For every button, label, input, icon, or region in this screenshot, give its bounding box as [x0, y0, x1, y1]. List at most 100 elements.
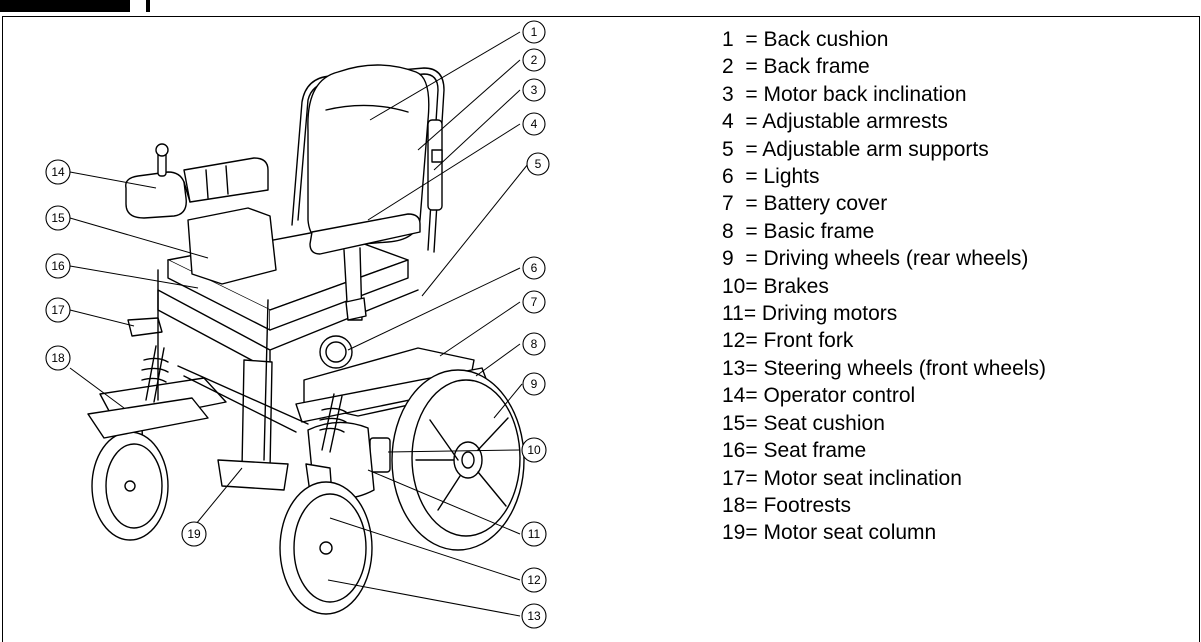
callout-13: 13 — [521, 603, 547, 629]
legend-label: Driving motors — [761, 302, 898, 326]
legend-sep: = — [745, 411, 764, 435]
legend-item: 19= Motor seat column — [722, 519, 1046, 546]
svg-text:19: 19 — [187, 527, 201, 541]
svg-text:5: 5 — [535, 157, 542, 171]
legend-sep: = — [733, 110, 763, 134]
svg-text:16: 16 — [51, 259, 65, 273]
legend-item: 14= Operator control — [722, 382, 1046, 409]
svg-text:18: 18 — [51, 351, 65, 365]
callout-18: 18 — [45, 345, 71, 371]
legend-label: Back frame — [763, 55, 870, 79]
legend-label: Adjustable arm supports — [762, 137, 989, 161]
legend-num: 3 — [722, 82, 734, 106]
brake — [369, 437, 391, 473]
legend-label: Motor seat column — [763, 521, 937, 545]
callout-17: 17 — [45, 297, 71, 323]
svg-text:14: 14 — [51, 165, 65, 179]
legend-item: 12= Front fork — [722, 327, 1046, 354]
legend-num: 2 — [722, 55, 734, 79]
legend-num: 18 — [722, 493, 746, 517]
legend-num: 8 — [722, 219, 734, 243]
legend-label: Steering wheels (front wheels) — [763, 356, 1046, 380]
legend-num: 6 — [722, 165, 734, 189]
legend-label: Operator control — [763, 384, 916, 408]
svg-text:3: 3 — [531, 83, 538, 97]
callout-14: 14 — [45, 159, 71, 185]
legend-label: Back cushion — [763, 28, 889, 51]
operator-control — [125, 171, 187, 219]
legend-label: Seat cushion — [763, 411, 885, 435]
callout-12: 12 — [521, 567, 547, 593]
legend-sep: = — [745, 356, 764, 380]
legend-label: Front fork — [763, 329, 854, 353]
legend-item: 9 = Driving wheels (rear wheels) — [722, 245, 1046, 272]
legend-item: 18= Footrests — [722, 492, 1046, 519]
seat-column — [241, 359, 273, 471]
legend-label: Lights — [763, 165, 820, 189]
svg-text:9: 9 — [531, 377, 538, 391]
legend-sep: = — [745, 521, 764, 545]
legend-sep: = — [733, 192, 764, 216]
wheelchair-drawing: 1 2 3 4 5 6 7 8 9 10 11 12 13 14 15 16 1… — [45, 20, 550, 629]
legend-num: 16 — [722, 439, 746, 463]
callout-16: 16 — [45, 253, 71, 279]
svg-text:17: 17 — [51, 303, 65, 317]
legend-item: 6 = Lights — [722, 163, 1046, 190]
callout-8: 8 — [522, 332, 546, 356]
legend-num: 14 — [722, 384, 746, 408]
header-bar-tail — [146, 0, 150, 12]
svg-text:12: 12 — [527, 573, 541, 587]
callout-5: 5 — [526, 152, 550, 176]
legend-sep: = — [745, 329, 764, 353]
callout-7: 7 — [522, 290, 546, 314]
svg-text:6: 6 — [531, 261, 538, 275]
callout-1: 1 — [522, 20, 546, 44]
parts-legend: 1 = Back cushion 2 = Back frame 3 = Moto… — [722, 26, 1046, 547]
legend-label: Seat frame — [763, 439, 867, 463]
legend-item: 11= Driving motors — [722, 300, 1046, 327]
callout-19: 19 — [181, 521, 207, 547]
svg-text:10: 10 — [527, 443, 541, 457]
legend-sep: = — [745, 274, 764, 298]
svg-text:7: 7 — [531, 295, 538, 309]
figure-frame — [2, 16, 1200, 642]
callout-10: 10 — [521, 437, 547, 463]
legend-label: Footrests — [763, 493, 851, 517]
callout-9: 9 — [522, 372, 546, 396]
legend-sep: = — [733, 28, 764, 51]
legend-sep: = — [733, 219, 764, 243]
callout-6: 6 — [522, 256, 546, 280]
legend-num: 12 — [722, 329, 746, 353]
legend-num: 19 — [722, 521, 746, 545]
legend-num: 5 — [722, 137, 734, 161]
legend-num: 17 — [722, 466, 746, 490]
legend-sep: = — [733, 82, 764, 106]
svg-text:4: 4 — [531, 117, 538, 131]
legend-item: 1 = Back cushion — [722, 26, 1046, 53]
legend-sep: = — [733, 55, 764, 79]
legend-num: 10 — [722, 274, 746, 298]
legend-item: 8 = Basic frame — [722, 218, 1046, 245]
legend-item: 10= Brakes — [722, 273, 1046, 300]
legend-item: 2 = Back frame — [722, 53, 1046, 80]
legend-num: 13 — [722, 356, 746, 380]
legend-num: 9 — [722, 247, 734, 271]
legend-item: 7 = Battery cover — [722, 190, 1046, 217]
legend-item: 5 = Adjustable arm supports — [722, 136, 1046, 163]
svg-text:2: 2 — [531, 53, 538, 67]
legend-sep: = — [745, 493, 764, 517]
legend-sep: = — [733, 137, 763, 161]
svg-text:13: 13 — [527, 609, 541, 623]
callout-2: 2 — [522, 48, 546, 72]
legend-label: Motor seat inclination — [763, 466, 962, 490]
legend-num: 11 — [722, 302, 744, 326]
legend-item: 16= Seat frame — [722, 437, 1046, 464]
legend-sep: = — [733, 165, 764, 189]
callout-11: 11 — [521, 521, 547, 547]
callout-4: 4 — [522, 112, 546, 136]
svg-text:15: 15 — [51, 211, 65, 225]
legend-sep: = — [733, 247, 764, 271]
callout-3: 3 — [522, 78, 546, 102]
legend-label: Driving wheels (rear wheels) — [763, 247, 1029, 271]
legend-num: 15 — [722, 411, 746, 435]
